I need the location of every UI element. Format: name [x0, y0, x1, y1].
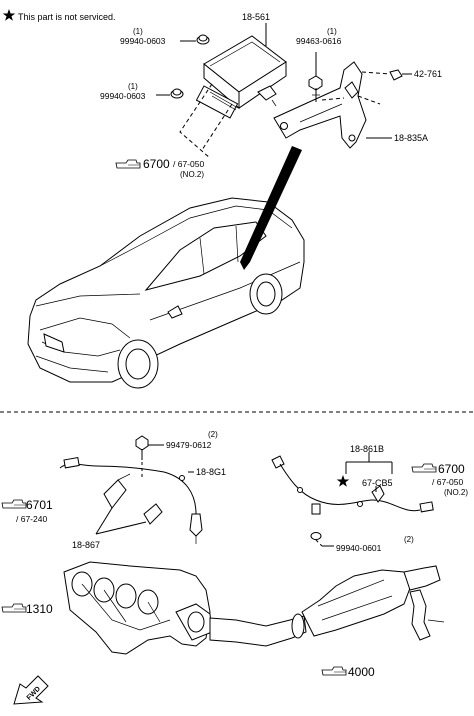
bracket-drawing [273, 61, 367, 149]
bolt-left-top-qty: (1) [133, 27, 143, 36]
bolt-left-top-drawing [196, 34, 210, 45]
right-reference-pointing-hand-icon [411, 463, 437, 473]
rear-sensor-drawing [271, 455, 434, 515]
rear-nut-drawing [310, 532, 334, 547]
manifold-pointing-hand-icon [1, 603, 27, 613]
bolt-left-bottom-part-number: 99940-0603 [100, 91, 146, 101]
exhaust-manifold-drawing [63, 561, 213, 655]
bolt-left-bottom-qty: (1) [128, 82, 138, 91]
right-reference-note: (NO.2) [444, 488, 468, 497]
clip-part-number: 42-761 [414, 69, 442, 79]
right-reference-number[interactable]: 6700 [438, 462, 465, 476]
rear-clip-part-number: 67-CB5 [362, 478, 393, 488]
module-leader-lines [156, 23, 267, 159]
rear-sensor-bracket-lines [345, 452, 393, 492]
bracket-part-number: 18-835A [394, 133, 428, 143]
front-sensor-part-number: 18-8G1 [196, 467, 226, 477]
module-part-number: 18-561 [242, 12, 270, 22]
left-reference-number[interactable]: 6701 [26, 498, 53, 512]
car-locator-arrow [240, 146, 302, 270]
front-sensor-bolt-drawing [135, 435, 164, 478]
catalytic-converter-drawing [301, 565, 445, 641]
bolt-left-bottom-drawing [170, 88, 184, 99]
left-reference-pointing-hand-icon [1, 499, 27, 509]
rear-star-icon [336, 475, 350, 487]
clip-drawing [389, 69, 412, 81]
upper-reference-section[interactable]: / 67-050 [173, 159, 204, 169]
front-bolt-part-number: 99479-0612 [166, 440, 212, 450]
rear-nut-part-number: 99940-0601 [336, 543, 382, 553]
car-drawing [27, 197, 305, 389]
bolt-left-top-part-number: 99940-0603 [120, 36, 166, 46]
front-sensor-drawing [59, 456, 203, 544]
exhaust-pipe-drawing [209, 613, 307, 647]
upper-reference-number[interactable]: 6700 [143, 157, 170, 171]
converter-pointing-hand-icon [321, 666, 347, 676]
sensor-bracket-drawing [95, 473, 163, 535]
manifold-reference-number[interactable]: 1310 [26, 602, 53, 616]
rear-sensor-part-number: 18-861B [350, 444, 384, 454]
left-reference-section[interactable]: / 67-240 [16, 514, 47, 524]
bracket-leader-lines [315, 52, 392, 139]
bolt-right-part-number: 99463-0616 [296, 36, 342, 46]
rear-nut-qty: (2) [404, 535, 414, 544]
upper-reference-note: (NO.2) [180, 170, 204, 179]
front-bolt-qty: (2) [208, 430, 218, 439]
bolt-right-qty: (1) [327, 27, 337, 36]
forward-arrow-icon [13, 675, 49, 705]
not-serviced-note: This part is not serviced. [18, 12, 116, 22]
note-star-icon [2, 9, 16, 21]
sensor-bracket-part-number: 18-867 [72, 540, 100, 550]
converter-reference-number[interactable]: 4000 [348, 665, 375, 679]
control-module-drawing [195, 35, 287, 119]
right-reference-section[interactable]: / 67-050 [432, 477, 463, 487]
upper-reference-pointing-hand-icon [115, 159, 141, 169]
